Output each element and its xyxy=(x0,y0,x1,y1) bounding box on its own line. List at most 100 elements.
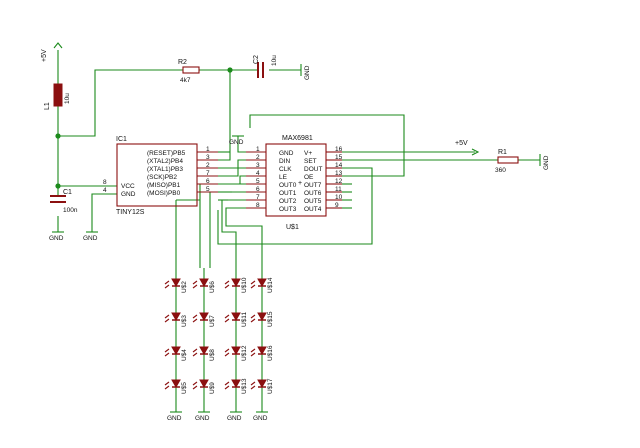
capacitor-c2: C2 10u xyxy=(253,55,278,78)
max-pin-number: 14 xyxy=(335,162,343,169)
c2-name: C2 xyxy=(253,55,260,64)
r1-value: 360 xyxy=(495,167,506,174)
led-matrix: U$2U$3U$4U$5U$6U$7U$8U$9U$10U$11U$12U$13… xyxy=(164,277,274,394)
led: U$10 xyxy=(224,277,248,293)
led-name: U$8 xyxy=(209,349,216,361)
max-pin-number: 12 xyxy=(335,178,343,185)
gnd-label: GND xyxy=(227,415,242,422)
led: U$8 xyxy=(192,346,216,361)
ic1-name: IC1 xyxy=(116,136,127,143)
ic1-pin-number: 3 xyxy=(206,154,210,161)
max-pin-name: OUT5 xyxy=(304,198,322,205)
max-pin-number: 2 xyxy=(256,154,260,161)
r1-name: R1 xyxy=(498,149,507,156)
ic1-pin-name: VCC xyxy=(121,183,135,190)
r2-value: 4k7 xyxy=(180,77,191,84)
gnd-symbol: GND xyxy=(300,64,311,80)
led-name: U$9 xyxy=(209,382,216,394)
led-name: U$3 xyxy=(181,315,188,327)
led-name: U$15 xyxy=(267,311,274,327)
resistor-r1: R1 360 xyxy=(495,149,519,174)
l1-name: L1 xyxy=(44,102,51,110)
led-name: U$11 xyxy=(241,312,248,327)
led-name: U$14 xyxy=(267,277,274,293)
max-pin-number: 13 xyxy=(335,170,343,177)
gnd-label: GND xyxy=(195,415,210,422)
led: U$6 xyxy=(192,278,216,293)
led: U$12 xyxy=(224,345,248,361)
max-pin-name: GND xyxy=(279,150,294,157)
led: U$3 xyxy=(164,312,188,327)
ic1-pin-number: 6 xyxy=(206,178,210,185)
ic1-pin-name: (RESET)PB5 xyxy=(147,150,186,157)
r2-name: R2 xyxy=(178,59,187,66)
led: U$4 xyxy=(164,346,188,361)
ic1-part: TINY12S xyxy=(116,209,145,216)
max-pin-number: 8 xyxy=(256,202,260,209)
ic1-pin-name: (MISO)PB1 xyxy=(147,182,181,189)
max-pin-number: 5 xyxy=(256,178,260,185)
ic1-pin-name: GND xyxy=(121,191,136,198)
resistor-r2: R2 4k7 xyxy=(178,59,200,84)
led-name: U$6 xyxy=(209,281,216,293)
ic1-pin-name: (XTAL2)PB4 xyxy=(147,158,183,165)
led: U$2 xyxy=(164,278,188,293)
max-pin-name: OUT1 xyxy=(279,190,297,197)
max-pin-number: 15 xyxy=(335,154,343,161)
gnd-symbol: GND xyxy=(49,231,64,242)
vcc-top-symbol: +5V xyxy=(41,42,63,62)
ic1-pin-name: (SCK)PB2 xyxy=(147,174,177,181)
gnd-label: GND xyxy=(49,235,64,242)
junction-dots xyxy=(55,67,233,189)
ground-symbols: GND GND GND GND GND GND GND GND GND xyxy=(49,64,550,422)
max-pin-name: V+ xyxy=(304,150,312,157)
max-pin-name: OUT7 xyxy=(304,182,322,189)
gnd-symbol: GND xyxy=(229,135,244,146)
vcc-right-symbol: +5V xyxy=(455,140,480,156)
capacitor-c1: C1 100n xyxy=(50,189,78,214)
gnd-label: GND xyxy=(229,139,244,146)
gnd-label: GND xyxy=(304,65,311,80)
ic1-pin-name: (XTAL1)PB3 xyxy=(147,166,183,173)
gnd-symbol: GND xyxy=(539,154,550,170)
led-name: U$4 xyxy=(181,349,188,361)
max-pin-number: 4 xyxy=(256,170,260,177)
max-pin-number: 3 xyxy=(256,162,260,169)
gnd-symbol: GND xyxy=(167,411,182,422)
ic1-pin-number: 1 xyxy=(206,146,210,153)
led: U$7 xyxy=(192,312,216,327)
max-center-mark: + xyxy=(298,180,302,187)
max-pin-name: LE xyxy=(279,174,288,181)
max-pin-number: 7 xyxy=(256,194,260,201)
wires xyxy=(57,50,540,412)
gnd-symbol: GND xyxy=(195,411,210,422)
ic1-pin-number: 5 xyxy=(206,186,210,193)
max-pin-name: OUT3 xyxy=(279,206,297,213)
gnd-label: GND xyxy=(83,235,98,242)
max-pin-name: CLK xyxy=(279,166,292,173)
inductor-l1: L1 10u xyxy=(44,83,71,110)
max-pin-number: 6 xyxy=(256,186,260,193)
max-pin-name: SET xyxy=(304,158,317,165)
vcc-top-label: +5V xyxy=(41,49,48,62)
max-pin-number: 1 xyxy=(256,146,260,153)
ic1-pin-number: 8 xyxy=(103,179,107,186)
led-name: U$10 xyxy=(241,277,248,293)
max-pin-number: 10 xyxy=(335,194,343,201)
c2-value: 10u xyxy=(271,55,278,66)
max-part: MAX6981 xyxy=(282,135,313,142)
led-name: U$13 xyxy=(241,378,248,394)
led: U$16 xyxy=(250,345,274,361)
c1-value: 100n xyxy=(63,207,78,214)
ic1-right-pins: 1(RESET)PB53(XTAL2)PB42(XTAL1)PB37(SCK)P… xyxy=(147,146,218,197)
max-name: U$1 xyxy=(286,224,299,231)
max-pin-name: OUT0 xyxy=(279,182,297,189)
max-pin-name: DIN xyxy=(279,158,291,165)
led-name: U$7 xyxy=(209,315,216,327)
led-name: U$16 xyxy=(267,345,274,361)
